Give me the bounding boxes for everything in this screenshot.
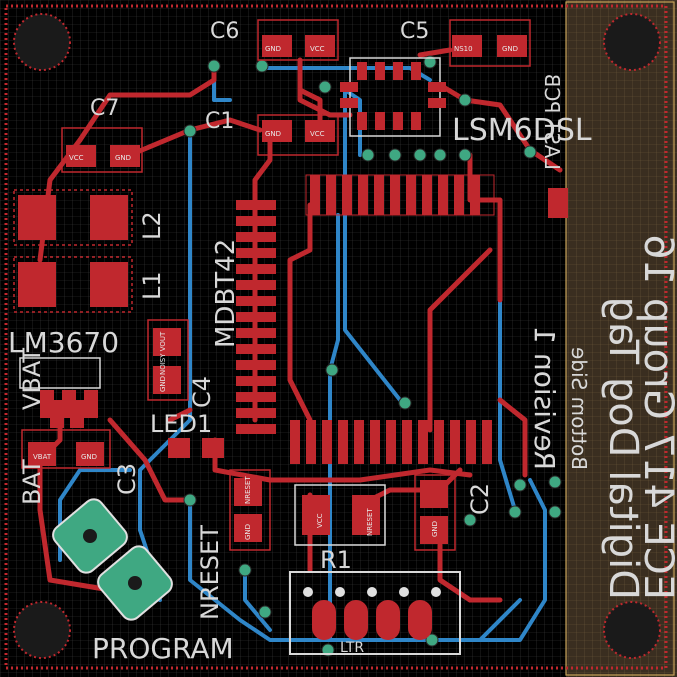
c1-gnd-pad-label: GND (265, 130, 281, 138)
board-outline-right (565, 1, 675, 676)
mounting-hole-bottom-left (13, 601, 71, 659)
label-c4: C4 (188, 376, 216, 408)
capacitor-c7[interactable]: VCC GND (61, 127, 143, 173)
edge-pad[interactable] (548, 188, 568, 218)
capacitor-c4[interactable]: NOISY VOUT GND (147, 319, 189, 401)
bottom-silkscreen: Digital Dog Tag ECE 417 Group 16 (600, 234, 677, 600)
label-nreset: NRESET (196, 525, 224, 620)
mirrored-line1: Digital Dog Tag (600, 296, 646, 600)
mirrored-line4: Bottom Side (567, 347, 591, 470)
label-c3: C3 (113, 463, 141, 495)
label-led1: LED1 (150, 410, 212, 438)
board-edge-region (566, 0, 677, 677)
reset-switch[interactable]: NRESET GND (229, 469, 271, 551)
label-lm3670: LM3670 (8, 326, 119, 359)
c4-noisy-vout-pad-label: NOISY VOUT (159, 331, 167, 375)
program-header[interactable] (49, 495, 176, 623)
c5-gnd-pad-label: GND (502, 45, 518, 53)
label-l1: L1 (138, 271, 166, 300)
c7-gnd-pad-label: GND (115, 154, 131, 162)
mirrored-line5: LAST PCB (540, 74, 564, 170)
label-c7: C7 (90, 96, 119, 121)
mounting-hole-top-left (13, 13, 71, 71)
bottom-silkscreen-2: Revision 1 Bottom Side (528, 326, 591, 470)
label-lsm6dsl: LSM6DSL (452, 113, 592, 148)
bat-vbat-pad-label: VBAT (33, 453, 52, 461)
label-program: PROGRAM (92, 632, 234, 665)
resistor-r1[interactable]: VCC NRESET (294, 484, 386, 546)
r1-vcc-pad-label: VCC (316, 513, 324, 528)
vias (183, 55, 562, 657)
capacitor-c2[interactable]: GND (414, 474, 456, 551)
inductor-l2[interactable] (13, 189, 133, 246)
c7-vcc-pad-label: VCC (69, 154, 84, 162)
c6-gnd-pad-label: GND (265, 45, 281, 53)
label-l2: L2 (138, 211, 166, 240)
label-c6: C6 (210, 19, 239, 44)
label-c2: C2 (466, 483, 494, 515)
label-bat: BAT (18, 459, 46, 505)
mounting-holes (13, 13, 661, 659)
c1-vcc-pad-label: VCC (310, 130, 325, 138)
capacitor-c1[interactable]: GND VCC (257, 114, 339, 156)
c4-gnd-pad-label: GND (159, 376, 167, 392)
c6-vcc-pad-label: VCC (310, 45, 325, 53)
ic-lsm6dsl[interactable] (340, 57, 446, 137)
inductor-l1[interactable] (13, 256, 133, 313)
label-c5: C5 (400, 19, 429, 44)
led-led1[interactable] (168, 438, 224, 458)
label-c1: C1 (205, 109, 234, 134)
r1-nreset-pad-label: NRESET (366, 508, 374, 536)
reset-gnd-pad-label: GND (244, 524, 252, 540)
reset-nreset-pad-label: NRESET (244, 476, 252, 504)
debug-header[interactable] (289, 571, 461, 655)
mounting-hole-bottom-right (603, 601, 661, 659)
label-vbat: VBAT (18, 348, 46, 410)
mirrored-line3: Revision 1 (528, 326, 561, 470)
mirrored-line2: ECE 417 Group 16 (635, 234, 677, 600)
restrict-outline (4, 4, 668, 670)
label-mdbt42: MDBT42 (211, 239, 241, 348)
capacitor-c5[interactable]: NS10 GND (449, 19, 531, 67)
label-ltr: LTR (340, 640, 364, 656)
module-mdbt42[interactable] (236, 174, 495, 464)
c5-ns10-pad-label: NS10 (454, 45, 473, 53)
capacitor-c6[interactable]: GND VCC (257, 19, 339, 61)
mounting-hole-top-right (603, 13, 661, 71)
label-r1: R1 (320, 546, 352, 574)
c2-gnd-pad-label: GND (431, 521, 439, 537)
bottom-silkscreen-3: LAST PCB (540, 74, 564, 170)
connector-battery[interactable]: VBAT GND (21, 400, 111, 469)
bat-gnd-pad-label: GND (81, 453, 97, 461)
